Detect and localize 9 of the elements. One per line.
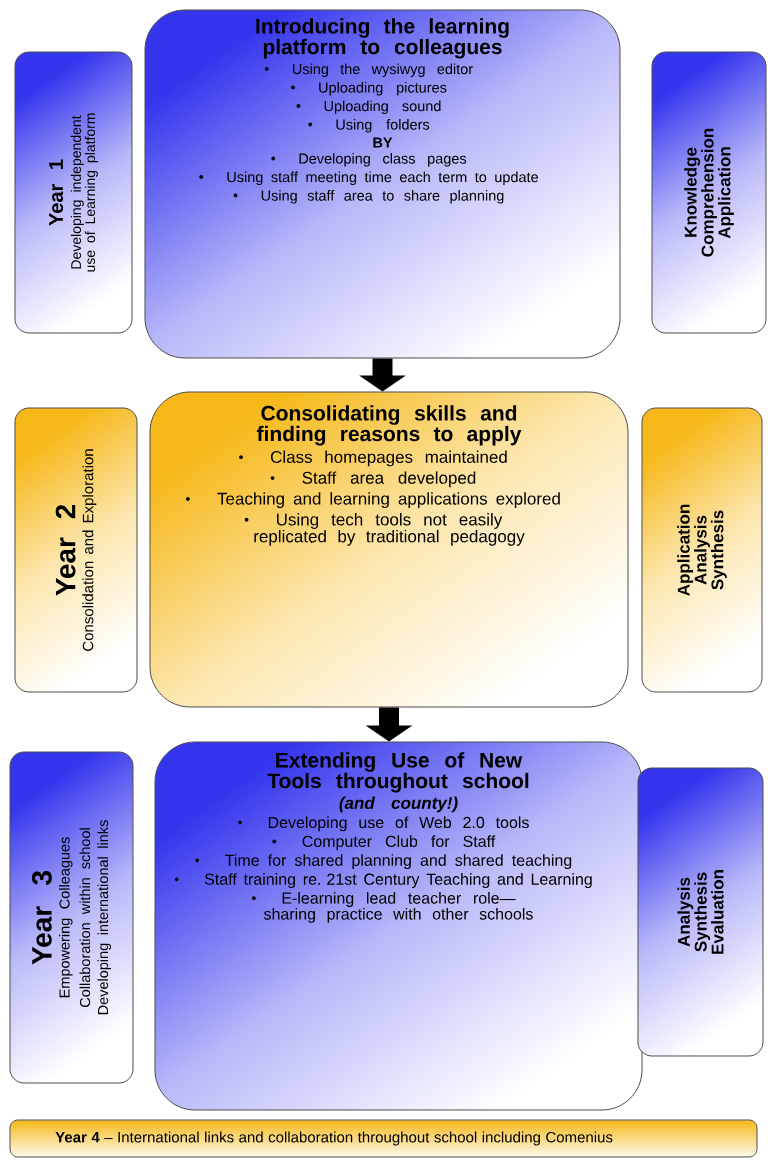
process-box: Introducing the learning platform to colleagues Using the wysiwyg editor Uploading pictures Uploading sound Using folders BY Developing class pages Using staff meeting time each term to update Using staff area to share planning [144, 9, 621, 359]
stage-box: Analysis Synthesis Evaluation [637, 767, 764, 1057]
year-box: Year 1 Developing independent use of Learning platform [14, 51, 133, 334]
stage-box: Knowledge Comprehension Application [651, 51, 767, 334]
stage-box: Application Analysis Synthesis [641, 407, 763, 693]
year-band: Year 4 – International links and collaboration throughout school including Comenius [9, 1119, 758, 1158]
process-box: Consolidating skills and finding reasons to apply Class homepages maintained Staff area developed Teaching and learning applications explored Using tech tools not easily replicated by traditional pedagogy [149, 391, 629, 708]
year-box: Year 2 Consolidation and Exploration [14, 407, 138, 693]
year-box: Year 3 Empowering Colleagues Collaboration within school Developing international links [9, 751, 134, 1084]
